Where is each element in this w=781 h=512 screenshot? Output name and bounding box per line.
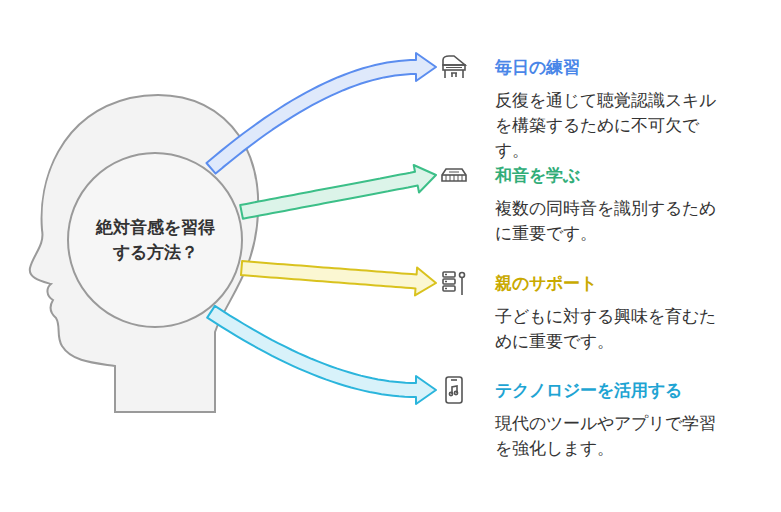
method-item: 親のサポート子どもに対する興味を育むために重要です。 bbox=[440, 271, 765, 354]
item-body: 反復を通じて聴覚認識スキルを構築するために不可欠です。 bbox=[495, 88, 723, 163]
item-body: 子どもに対する興味を育むために重要です。 bbox=[495, 304, 723, 354]
block-arrow bbox=[207, 53, 437, 174]
head-silhouette bbox=[30, 95, 258, 412]
item-body: 現代のツールやアプリで学習を強化します。 bbox=[495, 411, 723, 461]
topic-circle: 絶対音感を習得する方法？ bbox=[67, 152, 243, 328]
item-heading: 和音を学ぶ bbox=[495, 163, 765, 187]
method-item: 和音を学ぶ複数の同時音を識別するために重要です。 bbox=[440, 163, 765, 246]
item-icon bbox=[440, 161, 468, 193]
item-heading: テクノロジーを活用する bbox=[495, 378, 765, 402]
item-icon bbox=[440, 53, 468, 85]
block-arrow bbox=[241, 261, 436, 295]
topic-text: 絶対音感を習得する方法？ bbox=[89, 215, 221, 264]
item-heading: 毎日の練習 bbox=[495, 55, 765, 79]
method-item: 毎日の練習反復を通じて聴覚認識スキルを構築するために不可欠です。 bbox=[440, 55, 765, 163]
method-item: テクノロジーを活用する現代のツールやアプリで学習を強化します。 bbox=[440, 378, 765, 461]
block-arrow bbox=[207, 306, 436, 404]
block-arrow bbox=[240, 165, 436, 219]
item-heading: 親のサポート bbox=[495, 271, 765, 295]
item-icon bbox=[440, 269, 468, 301]
item-icon bbox=[440, 376, 468, 408]
item-body: 複数の同時音を識別するために重要です。 bbox=[495, 196, 723, 246]
